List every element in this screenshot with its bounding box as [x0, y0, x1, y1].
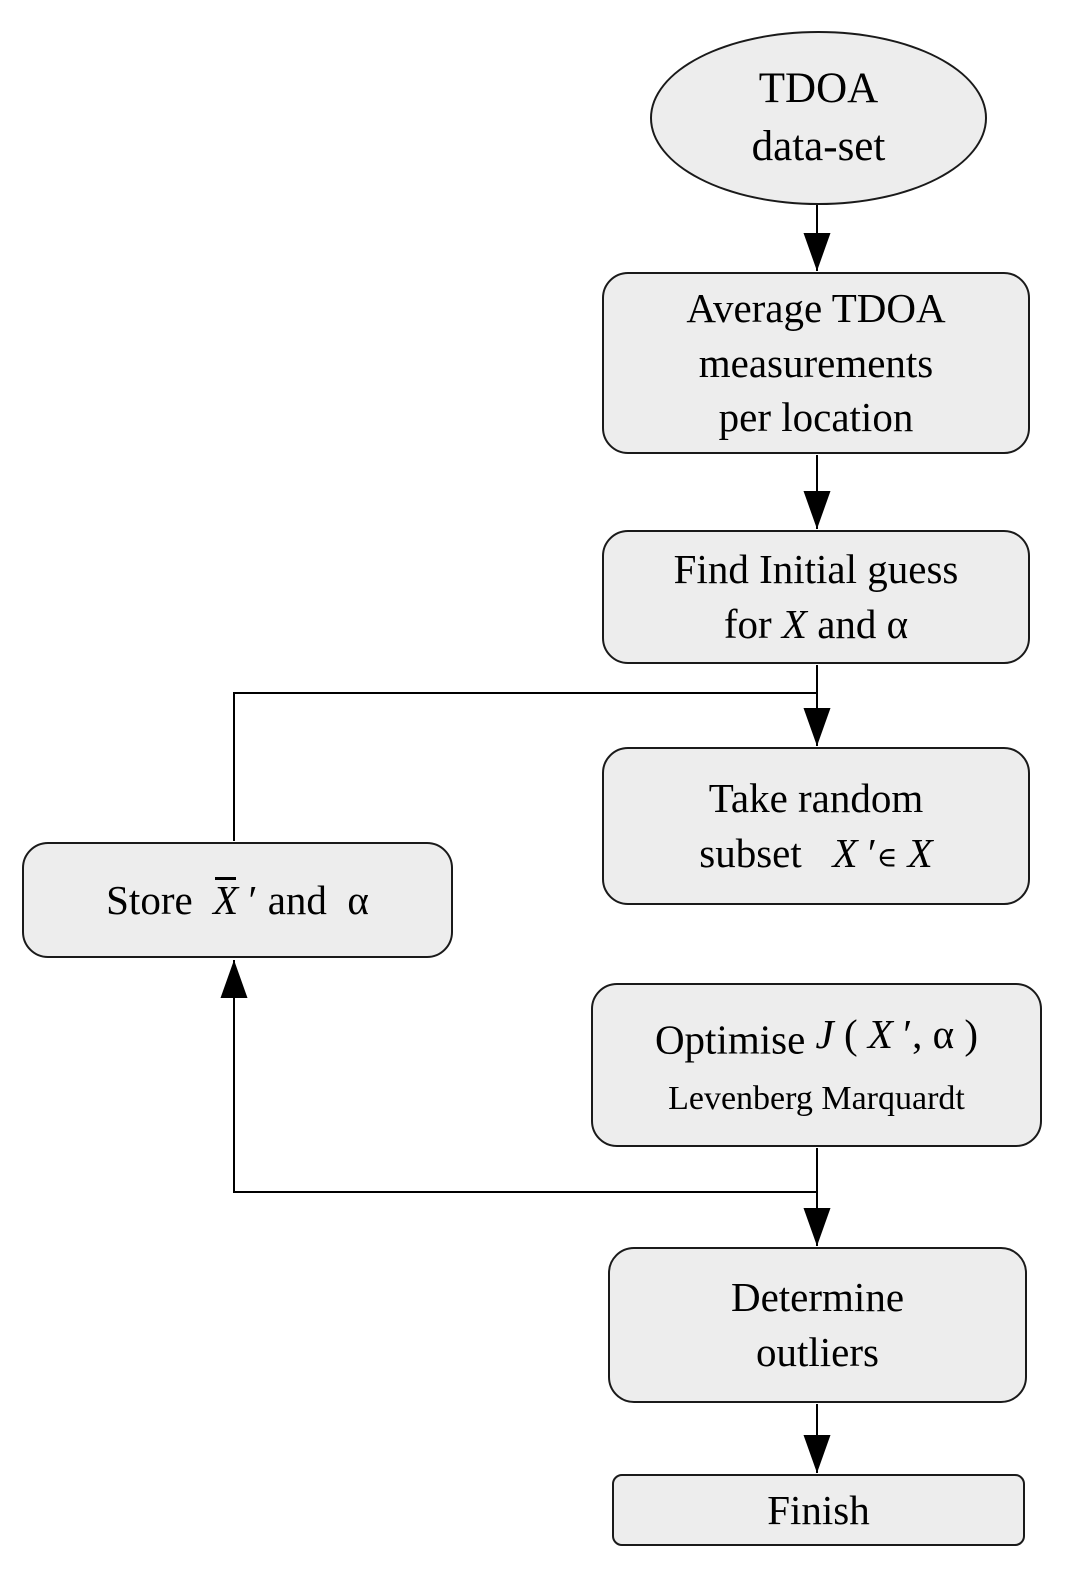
node-finish-label-line: Finish [767, 1483, 870, 1538]
label-segment: Store [106, 876, 214, 923]
label-segment: Find Initial guess [673, 546, 959, 593]
label-segment: ′, α ) [892, 1011, 979, 1058]
arrow-head-icon [803, 491, 831, 529]
label-segment: subset [699, 830, 833, 876]
node-determine-outliers-label-line: Determine [731, 1270, 904, 1325]
label-segment: J [815, 1011, 834, 1058]
label-segment: Take random [708, 775, 924, 822]
label-segment: ′ [857, 830, 877, 876]
label-segment: ∈ [876, 842, 898, 874]
node-average-tdoa-label-line: Average TDOA [686, 281, 945, 336]
node-determine-outliers: Determine outliers [608, 1247, 1027, 1403]
node-finish: Finish [612, 1474, 1025, 1546]
label-segment: Average TDOA [686, 284, 946, 331]
node-initial-guess-label-line: for X and α [724, 597, 908, 652]
label-segment: TDOA [758, 65, 879, 113]
label-segment: X [907, 830, 933, 876]
node-random-subset-label-line: subset X ′∈ X [699, 826, 932, 881]
label-segment: and α [806, 601, 909, 647]
node-average-tdoa-label-line: measurements [699, 336, 934, 391]
arrow-head-icon [220, 960, 248, 998]
label-segment: Determine [730, 1274, 905, 1321]
connector-store-to-random-subset [233, 692, 817, 841]
label-segment: measurements [698, 339, 934, 386]
arrow-head-icon [803, 233, 831, 271]
label-segment: outliers [756, 1329, 879, 1375]
node-tdoa-dataset-label-line: data-set [752, 118, 886, 176]
node-random-subset-label-line: Take random [709, 771, 924, 826]
label-segment [897, 830, 907, 876]
label-segment: X [213, 873, 238, 928]
label-segment: ( [833, 1011, 868, 1058]
label-segment: Optimise [654, 1016, 816, 1063]
node-determine-outliers-label-line: outliers [756, 1325, 879, 1380]
arrow-head-icon [803, 1435, 831, 1473]
label-segment: Levenberg Marquardt [668, 1079, 965, 1117]
label-segment: X [867, 1011, 893, 1058]
label-segment: ′ and α [238, 876, 369, 923]
node-optimise-label-line: Levenberg Marquardt [668, 1068, 965, 1123]
arrow-head-icon [803, 708, 831, 746]
label-segment: data-set [751, 123, 886, 170]
arrow-head-icon [803, 1208, 831, 1246]
label-segment: Finish [767, 1486, 870, 1533]
node-store-label-line: Store X ′ and α [106, 873, 369, 928]
label-segment: X [832, 830, 858, 876]
node-tdoa-dataset: TDOA data-set [650, 31, 987, 205]
connector-optimise-to-store [233, 960, 817, 1193]
label-segment: per location [718, 394, 914, 441]
label-segment: X [781, 601, 807, 647]
node-tdoa-dataset-label-line: TDOA [759, 60, 878, 118]
node-initial-guess-label-line: Find Initial guess [674, 542, 959, 597]
node-average-tdoa-label-line: per location [719, 390, 914, 445]
node-optimise-label-line: Optimise J ( X ′, α ) [655, 1007, 978, 1067]
label-segment: for [723, 601, 782, 647]
node-average-tdoa: Average TDOA measurements per location [602, 272, 1030, 454]
node-store: Store X ′ and α [22, 842, 453, 958]
node-optimise: Optimise J ( X ′, α ) Levenberg Marquardt [591, 983, 1042, 1147]
